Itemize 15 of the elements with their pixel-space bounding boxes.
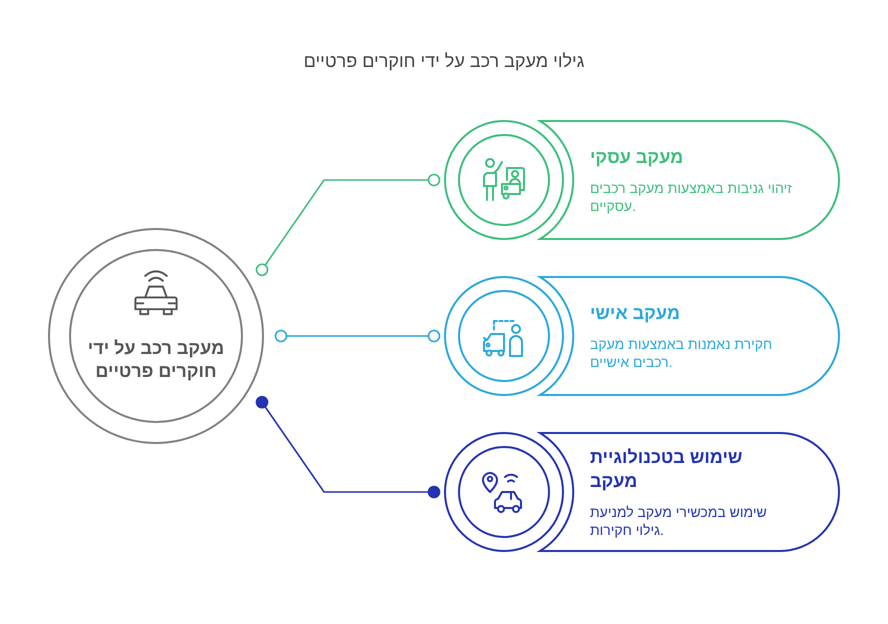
hub-label: מעקב רכב על ידי חוקרים פרטיים [86, 337, 226, 383]
connector-line [256, 396, 440, 498]
connector-line [256, 174, 440, 276]
connector-line [274, 330, 440, 342]
diagram-title: גילוי מעקב רכב על ידי חוקרים פרטיים [302, 50, 586, 73]
card-description: זיהוי גניבות באמצעות מעקב רכבים עסקיים. [590, 179, 793, 215]
hub-circle [48, 228, 264, 444]
icon-ring [444, 276, 564, 396]
card-description: חקירת נאמנות באמצעות מעקב רכבים אישיים. [590, 335, 774, 371]
card-heading: מעקב אישי [590, 302, 681, 325]
card-description: שימוש במכשירי מעקב למניעת גילוי חקירות. [590, 503, 768, 539]
card-heading: שימוש בטכנולוגיית מעקב [590, 446, 744, 493]
icon-ring [444, 120, 564, 240]
icon-ring [444, 432, 564, 552]
card-heading: מעקב עסקי [590, 146, 684, 169]
